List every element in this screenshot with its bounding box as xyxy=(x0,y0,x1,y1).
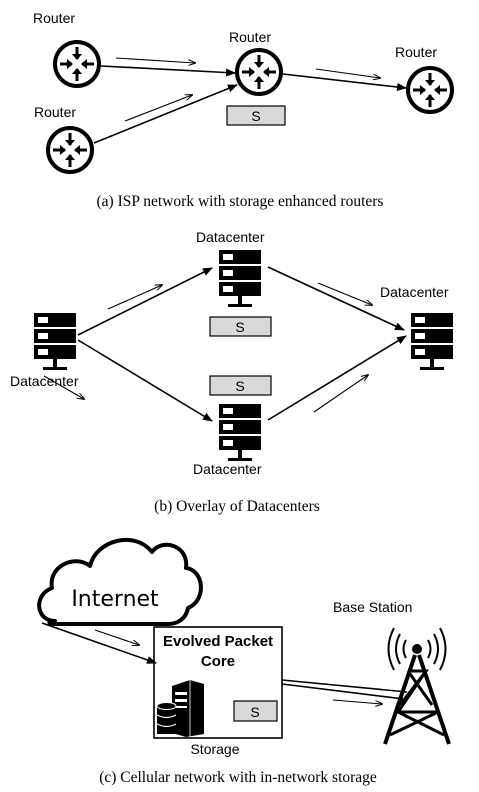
flow-arrow xyxy=(94,629,139,645)
link-epc-tower xyxy=(281,679,408,693)
router-label-2: Router xyxy=(34,104,76,120)
storage-box-label: S xyxy=(250,704,259,720)
storage-box: S xyxy=(209,316,272,337)
datacenter-label-right: Datacenter xyxy=(380,284,449,300)
caption-c: (c) Cellular network with in-network sto… xyxy=(99,769,377,786)
panel-a: Router Router Router Router S (a) ISP ne… xyxy=(33,10,454,210)
router-icon xyxy=(235,48,283,96)
epc-title-line1: Evolved Packet xyxy=(163,633,273,650)
flow-arrow xyxy=(315,68,380,78)
base-station-label: Base Station xyxy=(333,599,412,615)
link-top-right xyxy=(267,266,405,331)
storage-box: S xyxy=(209,375,272,396)
datacenter-label-bottom: Datacenter xyxy=(193,461,262,477)
storage-box: S xyxy=(233,700,278,722)
panel-b: Datacenter S Datacenter Datacenter S Dat… xyxy=(10,229,453,515)
flow-arrow xyxy=(115,57,195,63)
link-left-top xyxy=(77,267,213,336)
database-icon xyxy=(156,702,177,734)
flow-arrow xyxy=(313,375,368,413)
link-center-right xyxy=(282,73,407,91)
storage-box-label: S xyxy=(235,319,244,335)
cloud-icon: Internet xyxy=(37,537,203,626)
server-rack-icon xyxy=(411,313,453,370)
link-internet-epc xyxy=(41,622,157,664)
flow-arrow xyxy=(317,282,372,305)
storage-box-label: S xyxy=(235,378,244,394)
router-label-right: Router xyxy=(395,44,437,60)
datacenter-label-left: Datacenter xyxy=(10,373,79,389)
server-rack-icon xyxy=(34,313,76,370)
link-bottom-right xyxy=(267,335,407,421)
flow-arrow xyxy=(107,285,162,310)
epc-title-line2: Core xyxy=(201,653,235,670)
server-rack-icon xyxy=(219,250,261,307)
router-icon xyxy=(46,126,94,174)
router-label-center: Router xyxy=(229,29,271,45)
caption-a: (a) ISP network with storage enhanced ro… xyxy=(97,193,384,210)
storage-box: S xyxy=(226,105,286,126)
flow-arrow xyxy=(332,699,382,704)
datacenter-label-top: Datacenter xyxy=(196,229,265,245)
server-rack-icon xyxy=(219,404,261,461)
link-left-bottom xyxy=(77,339,213,422)
cell-tower-icon xyxy=(383,627,451,745)
flow-arrow xyxy=(124,95,192,122)
storage-label: Storage xyxy=(190,741,239,757)
router-label-1: Router xyxy=(33,10,75,26)
link-r2-center xyxy=(93,84,238,144)
server-tower-icon xyxy=(172,680,204,737)
link-r1-center xyxy=(100,65,236,77)
router-icon xyxy=(53,40,101,88)
panel-c: Internet Evolved Packet Core S Storage B… xyxy=(37,537,451,786)
caption-b: (b) Overlay of Datacenters xyxy=(154,498,320,515)
storage-box-label: S xyxy=(251,108,260,124)
cloud-label: Internet xyxy=(71,587,159,612)
link-epc-tower-2 xyxy=(281,683,405,700)
router-icon xyxy=(406,66,454,114)
flow-arrow xyxy=(43,375,84,399)
